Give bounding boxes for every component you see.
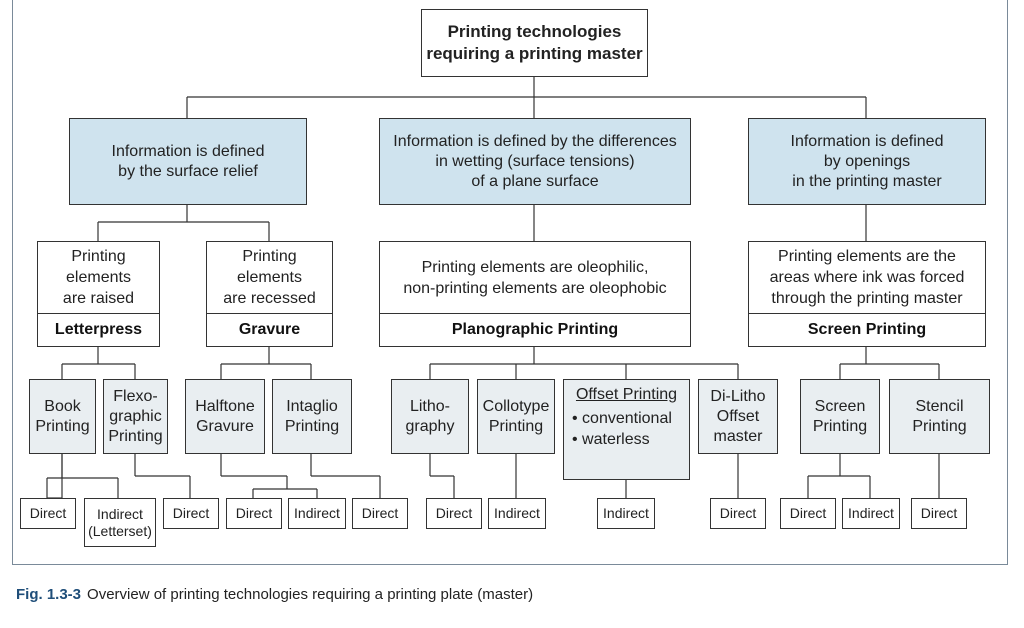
method-halftone-gravure: Halftone Gravure — [185, 379, 265, 454]
leaf-screen-direct: Direct — [780, 498, 836, 529]
figure-frame — [12, 0, 1008, 565]
group-letterpress: Printing elements are raised Letterpress — [37, 241, 160, 347]
figure-caption-text: Overview of printing technologies requir… — [87, 586, 534, 603]
category-surface-relief: Information is defined by the surface re… — [69, 118, 307, 205]
leaf-halftone-direct: Direct — [226, 498, 282, 529]
method-stencil-printing: Stencil Printing — [889, 379, 990, 454]
method-lithography: Litho- graphy — [391, 379, 469, 454]
method-collotype-printing: Collotype Printing — [477, 379, 555, 454]
method-offset-printing: Offset Printing • conventional • waterle… — [563, 379, 690, 480]
offset-bullet-waterless: • waterless — [572, 431, 650, 448]
offset-bullet-conventional: • conventional — [572, 410, 672, 427]
method-di-litho-offset-master: Di-Litho Offset master — [698, 379, 778, 454]
leaf-book-indirect-letterset: Indirect (Letterset) — [84, 498, 156, 547]
root-node: Printing technologies requiring a printi… — [421, 9, 648, 77]
method-screen-printing: Screen Printing — [800, 379, 880, 454]
letterpress-description: Printing elements are raised — [62, 248, 135, 307]
planographic-description: Printing elements are oleophilic, non-pr… — [403, 258, 667, 297]
leaf-flexo-direct: Direct — [163, 498, 219, 529]
leaf-intaglio-direct: Direct — [352, 498, 408, 529]
figure-caption: Fig. 1.3-3 Overview of printing technolog… — [16, 586, 533, 603]
leaf-halftone-indirect: Indirect — [288, 498, 346, 529]
screen-description: Printing elements are the areas where in… — [769, 248, 965, 307]
group-gravure: Printing elements are recessed Gravure — [206, 241, 333, 347]
group-screen: Printing elements are the areas where in… — [748, 241, 986, 347]
letterpress-title: Letterpress — [38, 313, 159, 346]
group-planographic: Printing elements are oleophilic, non-pr… — [379, 241, 691, 347]
leaf-screen-indirect: Indirect — [842, 498, 900, 529]
method-flexographic-printing: Flexo- graphic Printing — [103, 379, 168, 454]
gravure-title: Gravure — [207, 313, 332, 346]
offset-printing-title: Offset Printing — [575, 386, 678, 403]
leaf-dilitho-direct: Direct — [710, 498, 766, 529]
figure-label: Fig. 1.3-3 — [16, 586, 82, 603]
leaf-book-direct: Direct — [20, 498, 76, 529]
gravure-description: Printing elements are recessed — [223, 248, 316, 307]
leaf-litho-direct: Direct — [426, 498, 482, 529]
screen-title: Screen Printing — [749, 313, 985, 346]
category-openings: Information is defined by openings in th… — [748, 118, 986, 205]
method-intaglio-printing: Intaglio Printing — [272, 379, 352, 454]
method-book-printing: Book Printing — [29, 379, 96, 454]
leaf-stencil-direct: Direct — [911, 498, 967, 529]
category-wetting-differences: Information is defined by the difference… — [379, 118, 691, 205]
leaf-offset-indirect: Indirect — [597, 498, 655, 529]
leaf-collotype-indirect: Indirect — [488, 498, 546, 529]
planographic-title: Planographic Printing — [380, 313, 690, 346]
